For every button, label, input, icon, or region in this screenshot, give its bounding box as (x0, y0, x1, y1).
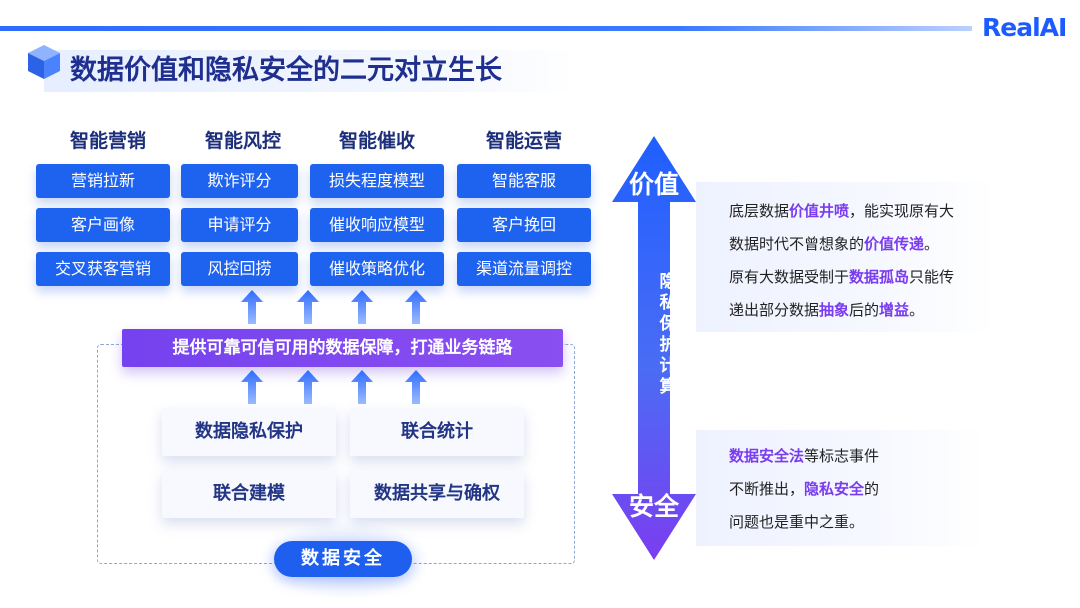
operation-item: 客户挽回 (457, 208, 591, 242)
marketing-item: 营销拉新 (36, 164, 170, 198)
collection-item: 催收响应模型 (310, 208, 444, 242)
collection-item: 损失程度模型 (310, 164, 444, 198)
operation-item: 渠道流量调控 (457, 252, 591, 286)
up-arrow-icon (297, 370, 319, 404)
tech-joint-statistics: 联合统计 (350, 408, 524, 456)
collection-item: 催收策略优化 (310, 252, 444, 286)
value-label: 价值 (628, 170, 679, 199)
security-label: 安全 (628, 492, 679, 521)
marketing-item: 交叉获客营销 (36, 252, 170, 286)
security-description: 数据安全法等标志事件 不断推出，隐私安全的 问题也是重中之重。 (729, 447, 880, 531)
brand-logo: RealAI (982, 13, 1067, 42)
category-header-marketing: 智能营销 (69, 130, 146, 152)
top-accent-bar (0, 26, 972, 31)
value-panel-background (696, 182, 996, 332)
category-header-operation: 智能运营 (485, 130, 562, 152)
tech-privacy-protection: 数据隐私保护 (162, 408, 336, 456)
data-guarantee-banner: 提供可靠可信可用的数据保障，打通业务链路 (122, 329, 563, 367)
category-header-collection: 智能催收 (338, 130, 415, 152)
risk-item: 欺诈评分 (181, 164, 298, 198)
risk-item: 风控回捞 (181, 252, 298, 286)
up-arrow-icon (297, 290, 319, 324)
page-title: 数据价值和隐私安全的二元对立生长 (70, 55, 502, 86)
risk-item: 申请评分 (181, 208, 298, 242)
up-arrow-icon (241, 370, 263, 404)
security-panel-background (696, 430, 986, 546)
marketing-item: 客户画像 (36, 208, 170, 242)
tech-joint-modeling: 联合建模 (162, 470, 336, 518)
operation-item: 智能客服 (457, 164, 591, 198)
cube-icon (28, 45, 60, 79)
double-arrow-icon (612, 136, 696, 560)
tech-data-sharing: 数据共享与确权 (350, 470, 524, 518)
value-description: 底层数据价值井喷，能实现原有大 数据时代不曾想象的价值传递。 原有大数据受制于数… (729, 202, 955, 319)
up-arrow-icon (351, 370, 373, 404)
up-arrow-icon (241, 290, 263, 324)
up-arrow-icon (351, 290, 373, 324)
title-background (44, 50, 576, 92)
privacy-computing-label: 隐 私 保 护 计 算 (659, 272, 677, 397)
data-security-pill: 数据安全 (274, 541, 412, 577)
category-header-risk: 智能风控 (204, 130, 281, 152)
up-arrow-icon (405, 290, 427, 324)
up-arrow-icon (405, 370, 427, 404)
